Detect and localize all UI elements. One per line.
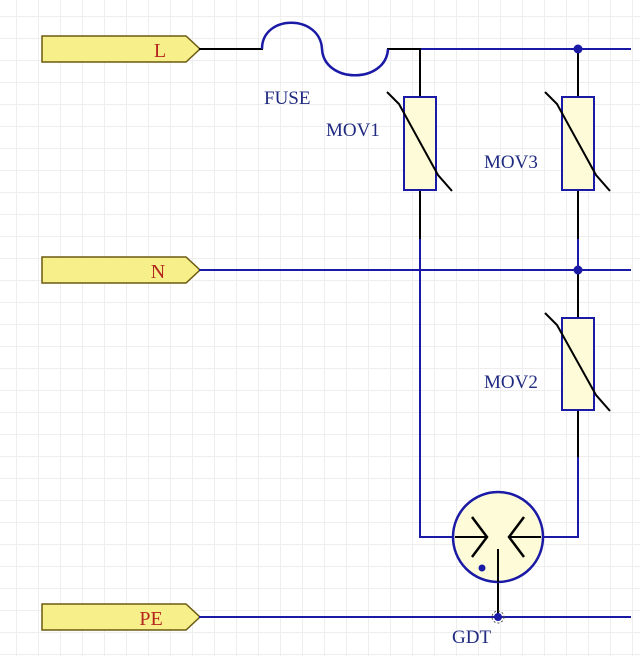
mov2-symbol[interactable] [544,312,611,412]
mov3-designator: MOV3 [484,152,538,173]
junction-l-mov3 [573,44,583,54]
mov1-symbol[interactable] [386,91,453,192]
gdt-designator: GDT [452,627,491,648]
port-n[interactable]: N [41,256,202,284]
port-pe[interactable]: PE [41,603,202,631]
junction-n-mov [573,265,583,275]
junction-pe-gdt-marker [491,610,505,624]
port-l-label: L [154,40,166,62]
mov2-designator: MOV2 [484,372,538,393]
mov3-symbol[interactable] [544,91,611,192]
port-l[interactable]: L [41,35,202,63]
fuse-symbol[interactable] [260,21,390,77]
mov1-designator: MOV1 [326,120,380,141]
port-n-label: N [151,261,165,283]
gdt-symbol[interactable] [451,490,545,584]
junction-pe-gdt [494,613,502,621]
port-pe-label: PE [139,608,162,630]
fuse-designator: FUSE [264,88,310,109]
